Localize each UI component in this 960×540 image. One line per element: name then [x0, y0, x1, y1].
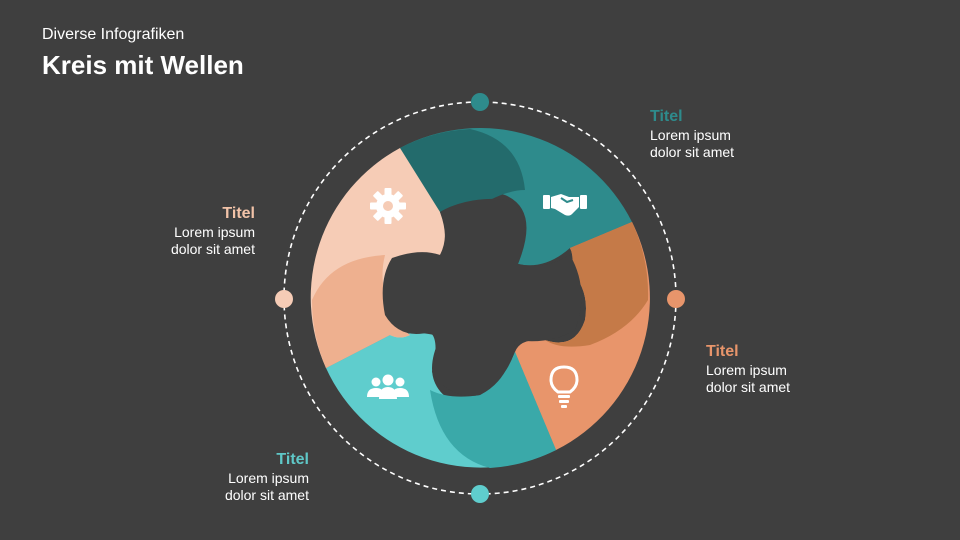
orbit-dot-top — [471, 93, 489, 111]
label-orange-line2: dolor sit amet — [706, 379, 791, 395]
segment-orange-shade — [545, 222, 649, 347]
label-peach-title: Titel — [222, 205, 255, 222]
label-cyan-text: Lorem ipsum dolor sit amet — [139, 470, 309, 504]
team-icon — [367, 374, 409, 399]
label-teal-line1: Lorem ipsum — [650, 127, 731, 143]
orbit-dot-left — [275, 290, 293, 308]
label-orange: Titel Lorem ipsum dolor sit amet — [706, 342, 876, 396]
label-teal-text: Lorem ipsum dolor sit amet — [650, 127, 820, 161]
segment-teal-shade — [400, 129, 525, 212]
segment-peach-shade — [311, 255, 410, 368]
orbit-dot-right — [667, 290, 685, 308]
orbit-dot-bottom — [471, 485, 489, 503]
label-teal-line2: dolor sit amet — [650, 144, 735, 160]
handshake-icon — [543, 194, 587, 216]
label-peach: Titel Lorem ipsum dolor sit amet — [85, 204, 255, 258]
slide-title: Kreis mit Wellen — [42, 50, 244, 80]
label-cyan-line1: Lorem ipsum — [228, 470, 309, 486]
label-teal: Titel Lorem ipsum dolor sit amet — [650, 107, 820, 161]
label-peach-line2: dolor sit amet — [170, 241, 255, 257]
label-orange-text: Lorem ipsum dolor sit amet — [706, 362, 876, 396]
label-orange-title: Titel — [706, 343, 739, 360]
label-peach-text: Lorem ipsum dolor sit amet — [85, 224, 255, 258]
center-hole — [382, 198, 582, 396]
label-cyan-line2: dolor sit amet — [224, 487, 309, 503]
label-cyan: Titel Lorem ipsum dolor sit amet — [139, 450, 309, 504]
label-orange-line1: Lorem ipsum — [706, 362, 787, 378]
supertitle: Diverse Infografiken — [42, 26, 185, 43]
segment-cyan-shade — [430, 352, 556, 468]
lightbulb-icon — [549, 365, 579, 408]
label-cyan-title: Titel — [276, 451, 309, 468]
label-peach-line1: Lorem ipsum — [174, 224, 255, 240]
gear-icon — [370, 188, 406, 224]
ring-segments — [310, 128, 650, 468]
label-teal-title: Titel — [650, 108, 683, 125]
